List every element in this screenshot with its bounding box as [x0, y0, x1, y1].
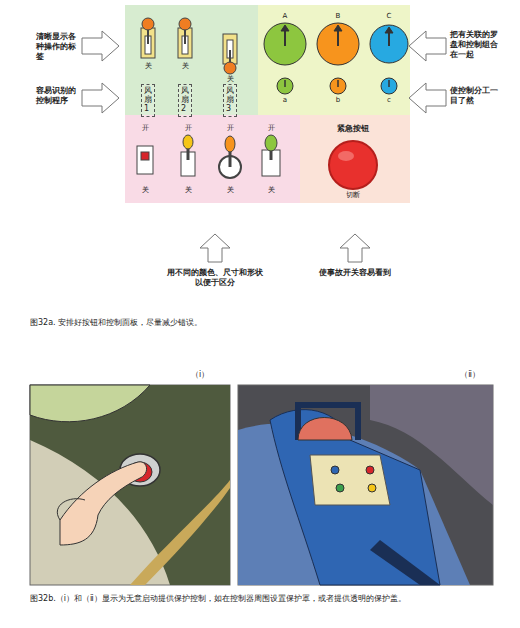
callout-text: 把有关联的罗盘和控制组合在一起	[450, 30, 500, 60]
dial-panel	[258, 5, 410, 115]
control-label: 关	[264, 186, 278, 195]
control-label: 开	[138, 124, 152, 133]
label-box: 风扇2	[178, 84, 192, 117]
outline-arrow	[409, 31, 446, 61]
fan-label: 风扇3	[226, 87, 234, 113]
switch-panel	[125, 115, 300, 203]
outline-arrow	[82, 83, 119, 113]
outline-arrow	[340, 234, 370, 262]
control-label: a	[279, 96, 291, 105]
control-label: （ⅰ）	[183, 370, 217, 380]
control-label: 关	[138, 186, 152, 195]
illustration-guarded-button	[30, 385, 230, 585]
highlight	[338, 151, 354, 161]
control-label: 关	[223, 75, 237, 84]
dials	[264, 23, 408, 94]
callout-text: 使控制分工一目了然	[450, 86, 500, 106]
control-label: 关	[181, 186, 195, 195]
control-label: 开	[181, 124, 195, 133]
control-label: A	[279, 12, 291, 21]
label-box: 风扇3	[223, 84, 237, 117]
control-label: 关	[223, 186, 237, 195]
control-label: 关	[178, 62, 192, 71]
callout-text: 清晰显示各种操作的标签	[36, 32, 80, 62]
callout-text: 用不同的颜色、尺寸和形状以便于区分	[165, 268, 265, 288]
callout-text: 容易识别的控制程序	[36, 86, 80, 106]
control-label: （ⅱ）	[453, 370, 487, 380]
control-label: 开	[264, 124, 278, 133]
fan-label: 风扇2	[181, 87, 189, 113]
caption: 图32a. 安排好按钮和控制面板，尽量减少错误。	[30, 318, 490, 328]
fan-label: 风扇1	[144, 87, 152, 113]
emergency-panel	[300, 115, 410, 203]
illustration-covered-controller	[238, 385, 493, 585]
control-label: 紧急按钮	[323, 124, 383, 134]
outline-arrow	[200, 234, 230, 262]
control-label: B	[332, 12, 344, 21]
control-label: 关	[141, 62, 155, 71]
caption: 图32b.（ⅰ）和（ⅱ）显示为无意启动提供保护控制，如在控制器周围设置保护罩，或…	[30, 594, 500, 604]
outline-arrow	[82, 31, 119, 61]
control-label: b	[332, 96, 344, 105]
label-box: 风扇1	[141, 84, 155, 117]
control-label: C	[383, 12, 395, 21]
varied-switches	[137, 135, 280, 178]
control-label: c	[383, 96, 395, 105]
outline-arrow	[409, 83, 446, 113]
toggle-switches	[141, 18, 237, 74]
control-label: 开	[223, 124, 237, 133]
control-label: 切断	[333, 191, 373, 200]
callout-text: 使事故开关容易看到	[305, 268, 405, 278]
emergency-button	[329, 141, 377, 189]
